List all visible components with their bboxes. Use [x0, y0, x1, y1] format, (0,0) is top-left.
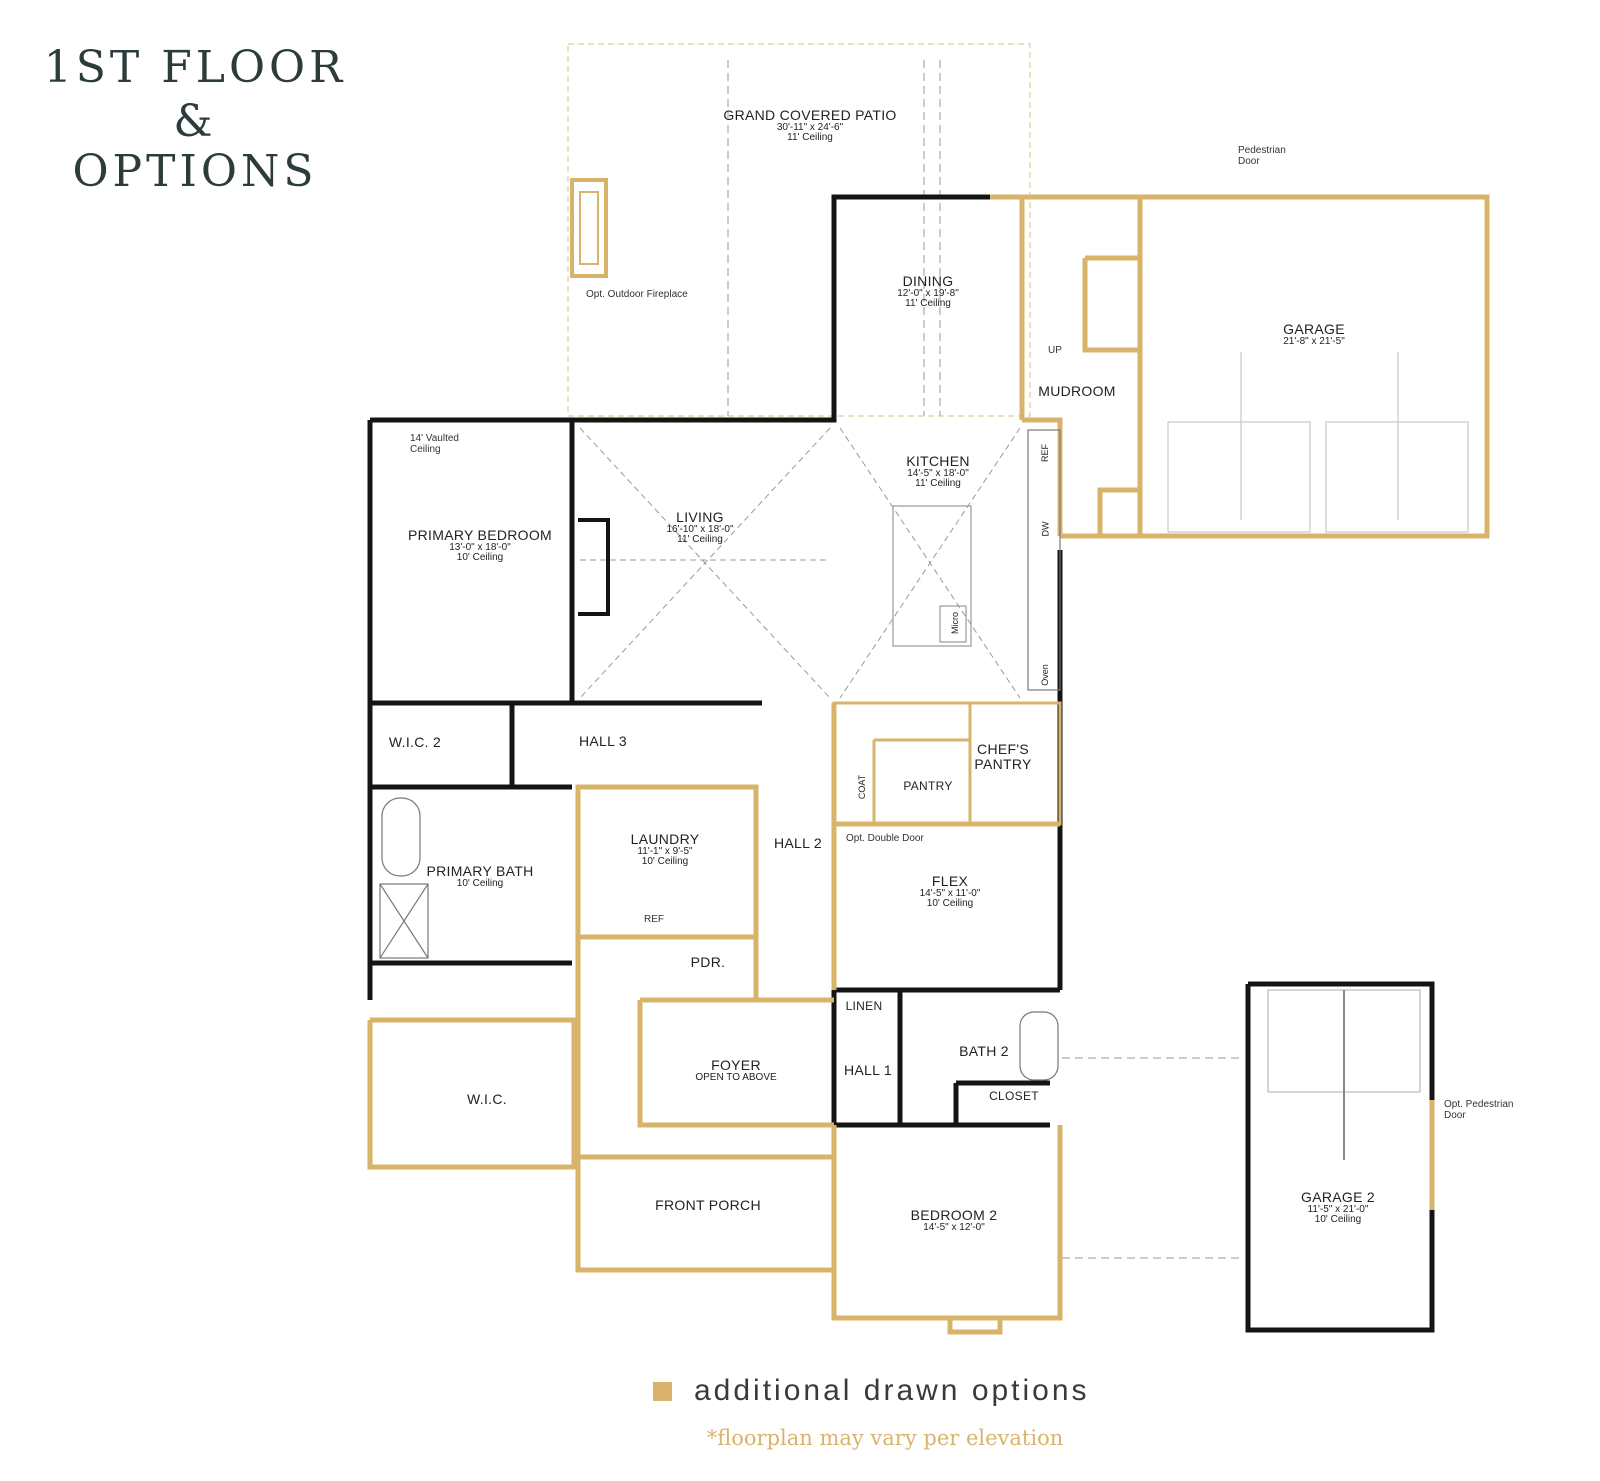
laundry-ref-label: REF	[644, 914, 664, 925]
front-porch-label: FRONT PORCH	[655, 1197, 761, 1213]
wic-label: W.I.C.	[467, 1091, 507, 1107]
dining-label: DINING 12'-0" x 19'-8" 11' Ceiling	[897, 273, 959, 310]
garage2-label: GARAGE 2 11'-5" x 21'-0" 10' Ceiling	[1301, 1189, 1375, 1226]
hall3-label: HALL 3	[579, 733, 627, 749]
opt-double-door-note: Opt. Double Door	[846, 833, 924, 844]
flex-label: FLEX 14'-5" x 11'-0" 10' Ceiling	[919, 873, 981, 910]
garage-label: GARAGE 21'-8" x 21'-5"	[1283, 321, 1345, 347]
option-walls	[367, 194, 1490, 1335]
page-title-line3: OPTIONS	[72, 146, 318, 197]
kitchen-label: KITCHEN 14'-5" x 18'-0" 11' Ceiling	[906, 453, 970, 490]
primary-bath-label: PRIMARY BATH 10' Ceiling	[426, 863, 534, 889]
patio-outline	[567, 43, 1031, 417]
pantry-label: PANTRY	[903, 779, 953, 793]
pedestrian-door-note: Pedestrian Door	[1238, 145, 1286, 167]
exterior-walls	[367, 194, 1063, 1128]
vaulted-ceiling-note: 14' Vaulted Ceiling	[410, 433, 459, 455]
hall2-label: HALL 2	[774, 835, 822, 851]
garage-doors	[1167, 352, 1469, 533]
page-title-ampersand: &	[173, 96, 217, 147]
ref-label: REF	[1040, 444, 1050, 462]
oven-label: Oven	[1039, 664, 1050, 686]
bath2-label: BATH 2	[959, 1043, 1009, 1059]
coat-label: COAT	[857, 774, 868, 800]
primary-bath-fixtures	[379, 797, 429, 959]
chefs-pantry-label: CHEF'S PANTRY	[974, 741, 1032, 772]
living-label: LIVING 16'-10" x 18'-0" 11' Ceiling	[666, 509, 734, 546]
legend-text: additional drawn options	[694, 1374, 1090, 1407]
opt-fireplace	[570, 178, 608, 278]
wic2-label: W.I.C. 2	[388, 734, 442, 750]
bedroom2-label: BEDROOM 2 14'-5" x 12'-0"	[910, 1207, 998, 1233]
legend: additional drawn options	[653, 1374, 1090, 1408]
kitchen-island	[892, 505, 972, 647]
living-fireplace	[578, 518, 610, 616]
primary-bedroom-label: PRIMARY BEDROOM 13'-0" x 18'-0" 10' Ceil…	[407, 527, 553, 564]
laundry-label: LAUNDRY 11'-1" x 9'-5" 10' Ceiling	[630, 831, 700, 868]
bath2-tub	[1019, 1011, 1059, 1081]
micro-label: Micro	[950, 612, 960, 634]
kitchen-counter	[1027, 429, 1061, 691]
dw-label: DW	[1040, 521, 1051, 537]
ceiling-lines	[579, 427, 1021, 699]
disclaimer: *floorplan may vary per elevation	[706, 1426, 1064, 1450]
page-title-line1: 1ST FLOOR	[43, 42, 347, 93]
closet-label: CLOSET	[989, 1089, 1039, 1103]
garage2-walls	[1062, 981, 1435, 1333]
linen-label: LINEN	[845, 999, 883, 1013]
mudroom-label: MUDROOM	[1038, 383, 1116, 399]
hall1-label: HALL 1	[844, 1062, 892, 1078]
pdr-label: PDR.	[690, 954, 726, 970]
legend-swatch	[653, 1381, 672, 1401]
foyer-label: FOYER OPEN TO ABOVE	[695, 1057, 777, 1083]
patio-label: GRAND COVERED PATIO 30'-11" x 24'-6" 11'…	[723, 107, 897, 144]
opt-pedestrian-door-note: Opt. Pedestrian Door	[1444, 1099, 1514, 1121]
opt-fireplace-note: Opt. Outdoor Fireplace	[586, 289, 688, 300]
stair-up-note: UP	[1048, 345, 1062, 356]
